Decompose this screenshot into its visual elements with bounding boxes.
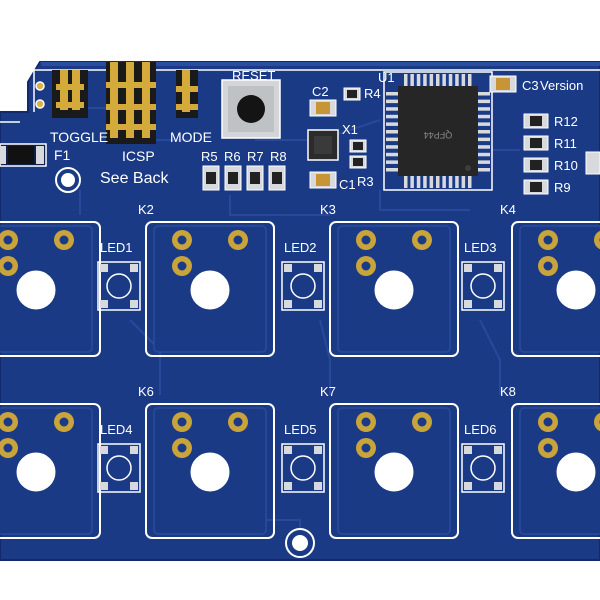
icsp-header[interactable] — [106, 62, 156, 144]
label-x1: X1 — [342, 122, 358, 137]
led-footprint: LED6 — [461, 422, 505, 493]
led-label: LED3 — [464, 240, 497, 255]
mode-header[interactable] — [176, 70, 198, 118]
fuse-f1 — [0, 143, 47, 167]
label-r8: R8 — [270, 149, 287, 164]
label-r6: R6 — [224, 149, 241, 164]
led-label: LED2 — [284, 240, 317, 255]
label-r12: R12 — [554, 114, 578, 129]
key-label: K8 — [500, 384, 516, 399]
led-footprint: LED3 — [461, 240, 505, 311]
led-footprint: LED2 — [281, 240, 325, 311]
chip-u1 — [383, 71, 493, 191]
label-f1: F1 — [54, 147, 71, 163]
key-switch-footprint — [0, 221, 101, 357]
label-toggle: TOGGLE — [50, 129, 108, 145]
mounting-hole-top — [55, 167, 81, 193]
key-switch-footprint — [511, 403, 600, 539]
label-see-back: See Back — [100, 170, 169, 187]
key-switch-footprint — [511, 221, 600, 357]
key-switch-footprint — [329, 221, 459, 357]
label-r7: R7 — [247, 149, 264, 164]
led-footprint: LED5 — [281, 422, 325, 493]
led-label: LED1 — [100, 240, 133, 255]
toggle-header[interactable] — [52, 70, 88, 118]
resistor-r3 — [349, 139, 367, 169]
reset-button[interactable] — [221, 79, 281, 139]
label-version: Version — [540, 78, 583, 93]
chip-marking: QFP44 — [424, 130, 453, 140]
label-reset: RESET — [232, 68, 275, 83]
capacitor-c1 — [309, 171, 337, 189]
led-label: LED5 — [284, 422, 317, 437]
led-footprint: LED1 — [97, 240, 141, 311]
capacitor-c2 — [309, 99, 337, 117]
key-label: K4 — [500, 202, 516, 217]
label-r4: R4 — [364, 86, 381, 101]
key-label: K2 — [138, 202, 154, 217]
led-label: LED4 — [100, 422, 133, 437]
label-r10: R10 — [554, 158, 578, 173]
label-r11: R11 — [554, 136, 577, 151]
board-edge-shine — [40, 62, 600, 66]
label-c1: C1 — [339, 177, 356, 192]
led-footprint: LED4 — [97, 422, 141, 493]
mounting-hole-bottom — [285, 528, 315, 558]
vias-left — [35, 81, 45, 109]
key-label: K6 — [138, 384, 154, 399]
resistor-r4 — [343, 87, 361, 101]
key-switch-footprint — [145, 221, 275, 357]
label-icsp: ICSP — [122, 148, 155, 164]
key-label: K3 — [320, 202, 336, 217]
label-r9: R9 — [554, 180, 571, 195]
label-c3: C3 — [522, 78, 539, 93]
key-label: K7 — [320, 384, 336, 399]
resistors-r5-r8 — [202, 165, 286, 191]
crystal-x1 — [307, 129, 339, 161]
key-switch-footprint — [329, 403, 459, 539]
label-mode: MODE — [170, 129, 212, 145]
capacitor-c3 — [489, 75, 517, 93]
label-r5: R5 — [201, 149, 218, 164]
led-label: LED6 — [464, 422, 497, 437]
key-switch-footprint — [145, 403, 275, 539]
key-switch-footprint — [0, 403, 101, 539]
label-r3: R3 — [357, 174, 374, 189]
resistors-r9-r12 — [523, 113, 600, 195]
label-u1: U1 — [378, 70, 395, 85]
label-c2: C2 — [312, 84, 329, 99]
